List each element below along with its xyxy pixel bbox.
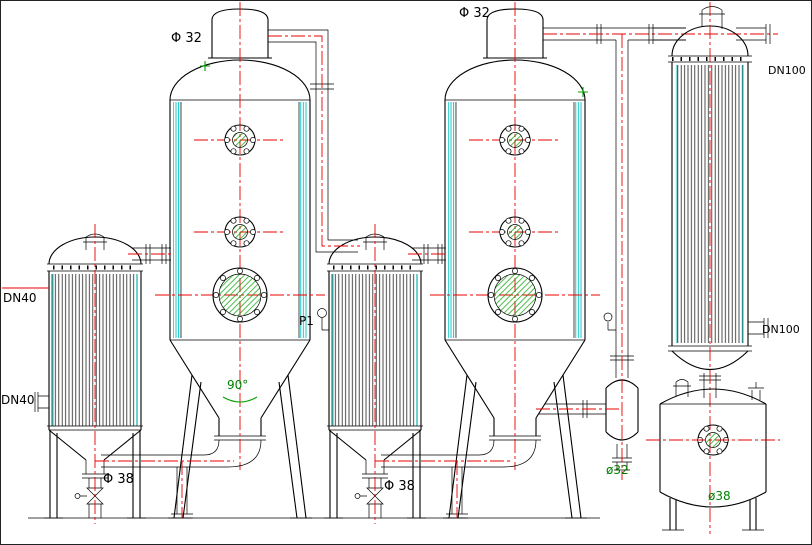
label-drain-diameter-1: Φ 38	[103, 472, 134, 487]
ground-lines	[28, 517, 764, 531]
condensate-receiver	[646, 379, 780, 530]
label-pressure-point: P1	[299, 314, 314, 328]
vapor-pipe-1	[268, 29, 360, 253]
pressure-gauge	[317, 308, 329, 331]
evaporator-2	[430, 2, 600, 518]
label-nozzle-dn40-lower: DN40	[1, 393, 35, 407]
annotation-marks	[200, 61, 588, 403]
evaporator-1	[155, 2, 325, 518]
transfer-pipe	[536, 400, 622, 418]
vapor-separator	[605, 356, 639, 480]
dn40-nozzles	[2, 287, 49, 412]
label-cone-angle: 90°	[227, 378, 248, 392]
label-separator-diameter: ø32	[606, 463, 629, 477]
label-condenser-dn100-top: DN100	[768, 64, 806, 77]
label-drain-diameter-2: Φ 38	[384, 479, 415, 494]
condenser-column	[648, 2, 771, 534]
label-condenser-dn100-side: DN100	[762, 323, 800, 336]
heater2-evap2-pipe	[408, 244, 447, 264]
circulation-pipe-2	[375, 439, 537, 519]
label-receiver-diameter: ø38	[708, 489, 731, 503]
heater1-evap1-pipe	[128, 244, 172, 264]
label-vapor-diameter-2: Φ 32	[459, 6, 490, 21]
label-nozzle-dn40-upper: DN40	[3, 291, 37, 305]
label-vapor-diameter-1: Φ 32	[171, 31, 202, 46]
circulation-pipe-1	[95, 439, 262, 519]
